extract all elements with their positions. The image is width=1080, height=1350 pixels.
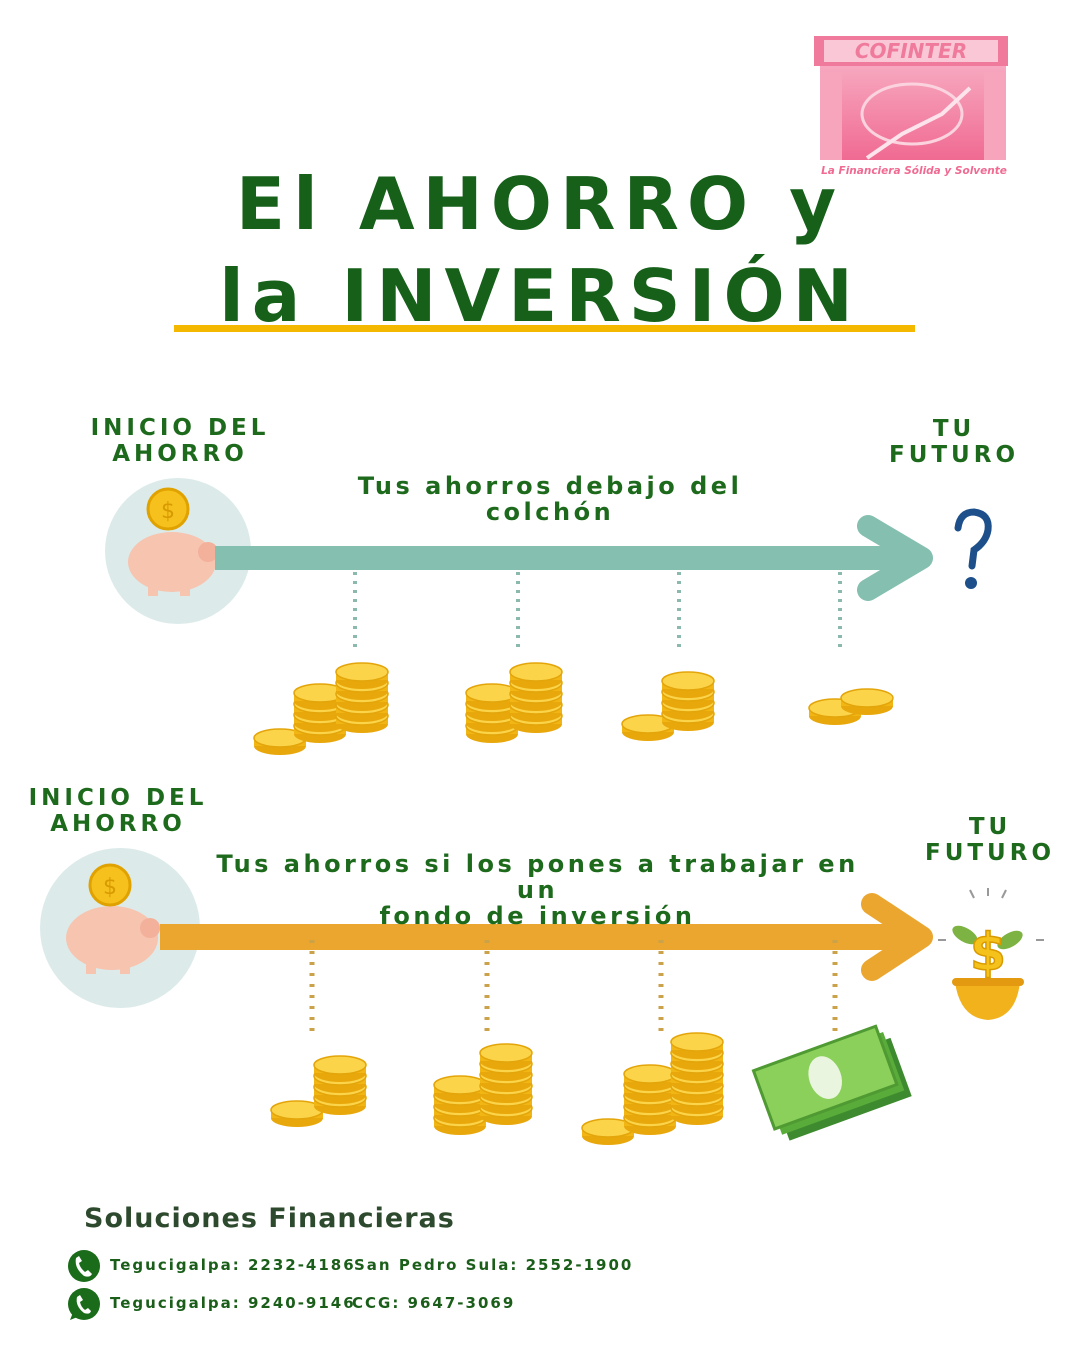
- svg-text:$: $: [161, 499, 175, 524]
- svg-text:La Financiera Sólida y Solvent: La Financiera Sólida y Solvente: [821, 165, 1007, 177]
- coin-icon: [661, 671, 715, 698]
- coin-stack: [433, 1075, 487, 1135]
- section1-caption: Tus ahorros debajo del colchón: [357, 472, 743, 526]
- end-label-line2: FUTURO: [924, 840, 1055, 866]
- coin-icon: [335, 662, 389, 689]
- coin-stack: [661, 671, 715, 731]
- section2-caption-line1: Tus ahorros si los pones a trabajar en u…: [216, 850, 859, 904]
- title-line-1: El AHORRO y: [235, 162, 845, 246]
- start-label-line2: AHORRO: [112, 441, 248, 467]
- end-label: TU FUTURO: [920, 814, 1060, 866]
- coin-stack: [270, 1100, 324, 1127]
- start-label-line2: AHORRO: [50, 811, 186, 837]
- section2-caption-line2: fondo de inversión: [379, 902, 696, 930]
- coin-icon: [621, 714, 675, 741]
- coin-icon: [840, 688, 894, 715]
- end-label: TU FUTURO: [884, 416, 1024, 468]
- coin-icon: [670, 1032, 724, 1059]
- footer-title: Soluciones Financieras: [84, 1203, 455, 1234]
- coin-icon: [581, 1118, 635, 1145]
- coin-icon: [479, 1043, 533, 1070]
- coin-stack: [581, 1118, 635, 1145]
- timeline-arrow-orange: [160, 893, 933, 981]
- dotted-connectors: [309, 940, 838, 1035]
- whatsapp-ccg: CCG: 9647-3069: [352, 1294, 516, 1312]
- coin-stack: [840, 688, 894, 715]
- coin-icon: [270, 1100, 324, 1127]
- cofinter-logo: COFINTER La Financiera Sólida y Solvente: [812, 36, 1022, 178]
- start-label: INICIO DEL AHORRO: [28, 785, 208, 837]
- coin-icon: [293, 683, 347, 710]
- phone-icon: [68, 1250, 100, 1282]
- coin-stack: [509, 662, 563, 733]
- title-underline: [174, 325, 915, 332]
- end-label-line2: FUTURO: [888, 442, 1019, 468]
- coin-icon: [433, 1075, 487, 1102]
- coin-icon: [465, 683, 519, 710]
- phone-san-pedro-sula: San Pedro Sula: 2552-1900: [354, 1256, 634, 1274]
- timeline-arrow-teal: [215, 515, 933, 601]
- coin-stack: [293, 683, 347, 743]
- piggy-bank-icon: $: [105, 478, 251, 624]
- coin-stack: [623, 1064, 677, 1135]
- coin-stack: [335, 662, 389, 733]
- start-label-line1: INICIO DEL: [90, 415, 270, 441]
- coin-icon: [313, 1055, 367, 1082]
- end-label-line1: TU: [968, 814, 1012, 840]
- question-mark-icon: [954, 508, 992, 589]
- coin-stack: [621, 714, 675, 741]
- dotted-connectors: [353, 572, 842, 648]
- coin-icon: [509, 662, 563, 689]
- start-label-line1: INICIO DEL: [28, 785, 208, 811]
- svg-text:$: $: [103, 875, 117, 900]
- coin-icon: [623, 1064, 677, 1091]
- piggy-bank-icon: $: [40, 848, 200, 1008]
- svg-text:$: $: [970, 923, 1006, 983]
- section2-caption: Tus ahorros si los pones a trabajar en u…: [200, 851, 875, 929]
- coin-stack: [313, 1055, 367, 1115]
- money-plant-icon: $: [938, 888, 1044, 1020]
- banknotes-icon: [751, 1024, 912, 1141]
- title-line-2: la INVERSIÓN: [219, 254, 861, 338]
- coin-stack: [670, 1032, 724, 1125]
- whatsapp-tegucigalpa: Tegucigalpa: 9240-9146: [110, 1294, 356, 1312]
- phone-tegucigalpa: Tegucigalpa: 2232-4186: [110, 1256, 356, 1274]
- end-label-line1: TU: [932, 416, 976, 442]
- coin-stacks: [253, 662, 894, 1145]
- whatsapp-icon: [68, 1288, 100, 1320]
- coin-stack: [479, 1043, 533, 1125]
- start-label: INICIO DEL AHORRO: [90, 415, 270, 467]
- svg-text:COFINTER: COFINTER: [855, 39, 967, 63]
